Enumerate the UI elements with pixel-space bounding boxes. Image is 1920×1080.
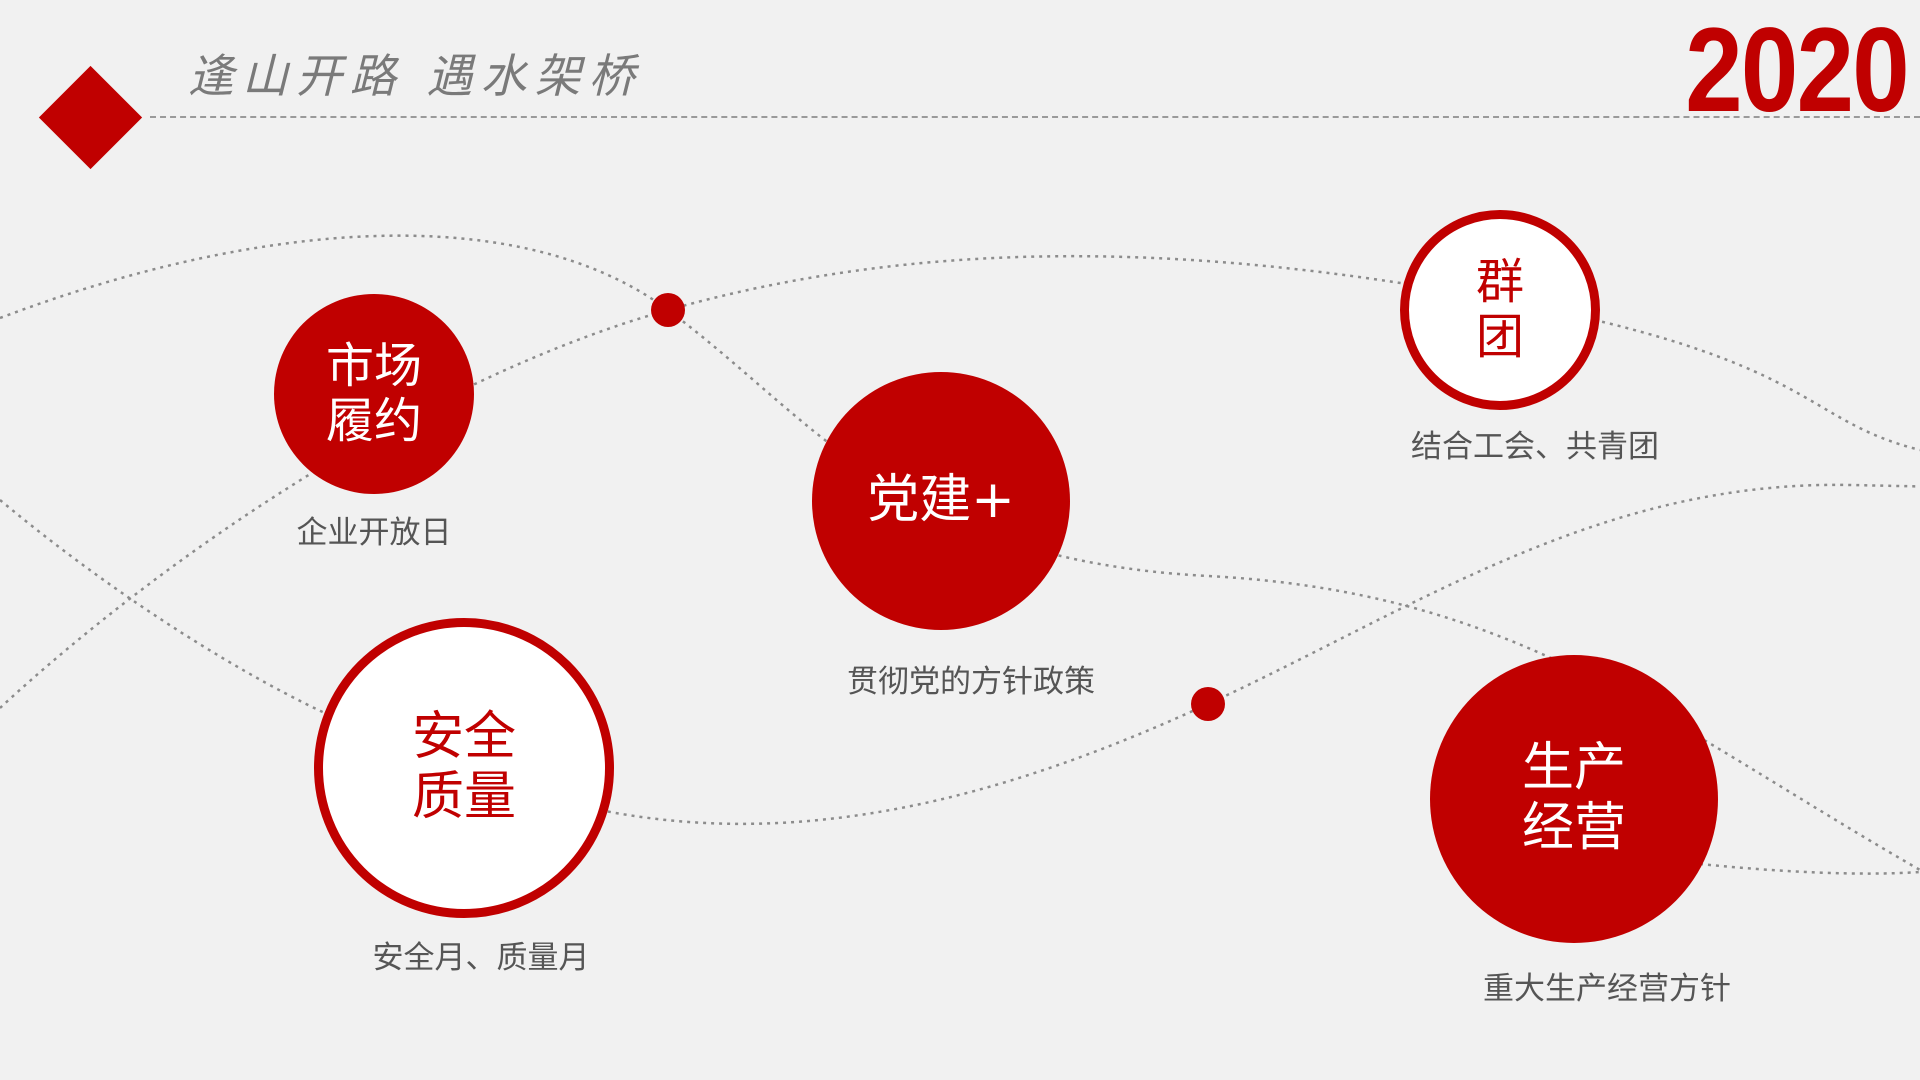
- junction-dot: [1191, 687, 1225, 721]
- node-production-caption: 重大生产经营方针: [1483, 971, 1731, 1007]
- node-production: 生产 经营: [1430, 655, 1718, 943]
- curve-lower-wave: [599, 483, 1920, 826]
- node-production-label: 生产 经营: [1521, 738, 1626, 858]
- node-market-label: 市场 履约: [325, 337, 422, 449]
- node-safety-label: 安全 质量: [411, 707, 516, 827]
- node-party-label: 党建+: [867, 470, 1015, 531]
- node-market-caption: 企业开放日: [296, 515, 452, 551]
- header-divider: [150, 116, 1920, 118]
- node-party: 党建+: [812, 372, 1070, 630]
- curve-bottom-right: [1699, 862, 1920, 875]
- junction-dot: [651, 293, 685, 327]
- node-party-caption: 贯彻党的方针政策: [847, 664, 1095, 700]
- node-group: 群 团: [1400, 210, 1600, 410]
- curve-left-cross: [0, 499, 341, 722]
- curve-upper-wave: [0, 254, 1920, 709]
- node-group-label: 群 团: [1475, 253, 1524, 365]
- node-safety: 安全 质量: [314, 618, 614, 918]
- node-group-caption: 结合工会、共青团: [1411, 429, 1659, 465]
- slogan-title: 逢山开路 遇水架桥: [188, 49, 643, 103]
- node-safety-caption: 安全月、质量月: [372, 940, 590, 976]
- node-market: 市场 履约: [274, 294, 474, 494]
- year-title: 2020: [1685, 3, 1909, 137]
